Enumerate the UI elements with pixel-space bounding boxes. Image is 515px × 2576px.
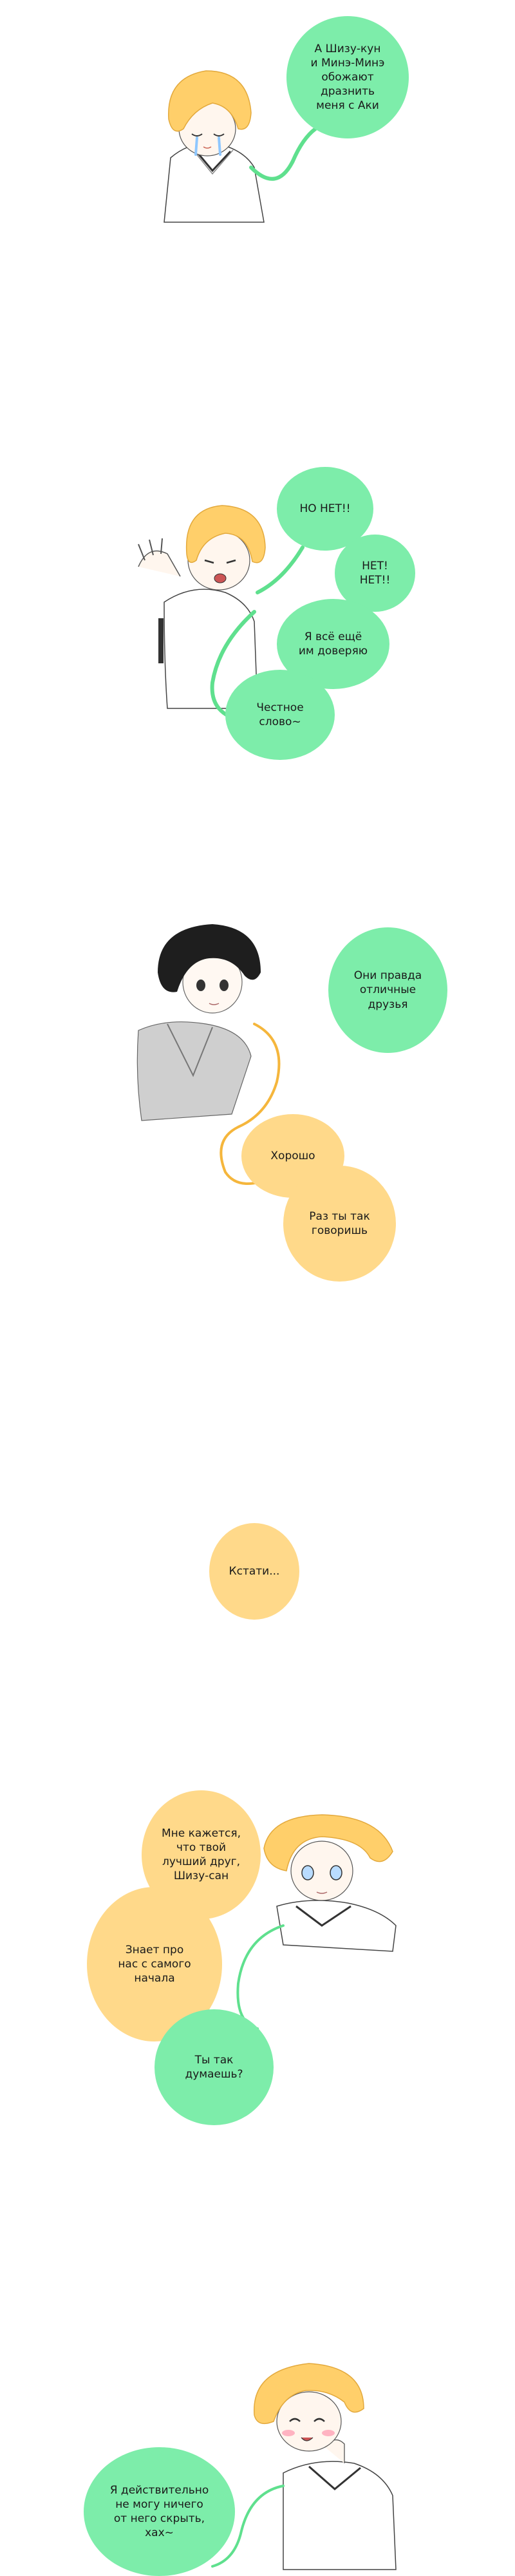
comic-panel-4: Кстати... — [0, 1513, 515, 1642]
speech-bubble: А Шизу-кун и Минэ-Минэ обожают дразнить … — [286, 16, 409, 138]
comic-panel-6: Я действительно не могу ничего от него с… — [0, 2318, 515, 2576]
speech-bubble: Они правда отличные друзья — [328, 927, 447, 1053]
speech-bubble: Я действительно не могу ничего от него с… — [84, 2447, 235, 2576]
comic-panel-2: НО НЕТ!! НЕТ! НЕТ!! Я всё ещё им доверяю… — [0, 451, 515, 811]
comic-panel-1: А Шизу-кун и Минэ-Минэ обожают дразнить … — [0, 0, 515, 270]
dark-haired-boy-figure — [136, 924, 281, 1185]
speech-bubble: НО НЕТ!! — [277, 467, 373, 551]
speech-bubble: Ты так думаешь? — [154, 2009, 274, 2125]
blond-boy-surprised-figure — [236, 1814, 397, 2030]
blond-boy-crying-figure — [164, 70, 317, 223]
speech-bubble: НЕТ! НЕТ!! — [335, 535, 415, 612]
speech-bubble: Честное слово~ — [225, 670, 335, 760]
blond-boy-smiling-figure — [211, 2363, 397, 2570]
speech-bubble: Кстати... — [209, 1523, 299, 1620]
speech-bubble: Раз ты так говоришь — [283, 1166, 396, 1282]
comic-panel-3: Они правда отличные друзья Хорошо Раз ты… — [0, 921, 515, 1320]
blond-boy-protesting-figure — [138, 505, 304, 723]
comic-panel-5: Мне кажется, что твой лучший друг, Шизу-… — [0, 1790, 515, 2151]
